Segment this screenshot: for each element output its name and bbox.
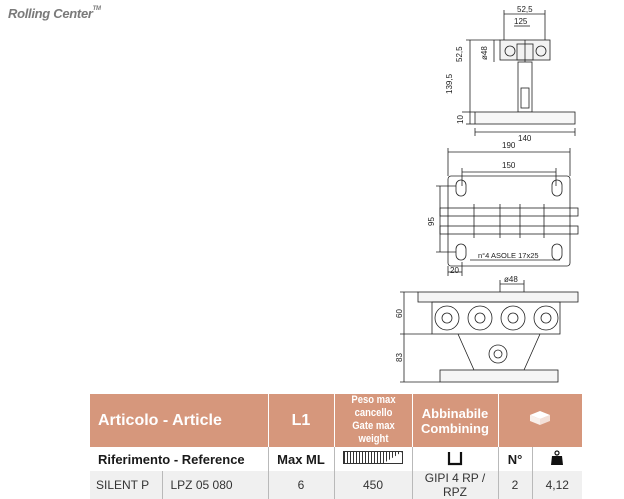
trademark: TM bbox=[92, 6, 101, 12]
dim-95: 95 bbox=[427, 217, 436, 226]
gauge-icon-cell bbox=[333, 447, 412, 471]
row-n: 2 bbox=[497, 471, 532, 499]
technical-drawing: 52,5 125 52,5 ø48 139,5 10 140 190 150 9… bbox=[395, 5, 579, 383]
plan-view bbox=[436, 148, 579, 276]
table-row: SILENT P LPZ 05 080 6 450 GIPI 4 RP / RP… bbox=[90, 471, 582, 499]
dim-125: 125 bbox=[514, 17, 528, 26]
header-combining-it: Abbinabile bbox=[421, 405, 489, 421]
header-article: Articolo - Article bbox=[90, 394, 268, 447]
gauge-icon bbox=[343, 451, 403, 464]
row-weight: 450 bbox=[333, 471, 412, 499]
sub-reference: Riferimento - Reference bbox=[98, 451, 245, 467]
bracket-icon bbox=[447, 451, 463, 465]
row-name: SILENT P bbox=[90, 471, 162, 499]
header-l1: L1 bbox=[267, 394, 334, 447]
dim-d48-top: ø48 bbox=[480, 46, 489, 60]
dim-10: 10 bbox=[456, 115, 465, 124]
dim-150: 150 bbox=[502, 161, 516, 170]
kg-weight-icon bbox=[551, 449, 564, 465]
bracket-icon-cell bbox=[411, 447, 498, 471]
sub-max-ml: Max ML bbox=[267, 447, 334, 471]
dim-52-5-side: 52,5 bbox=[455, 46, 464, 62]
side-view bbox=[400, 280, 579, 383]
header-weight-it: Peso max cancello bbox=[350, 394, 396, 419]
header-combining-en: Combining bbox=[421, 420, 489, 436]
brand-logo: Rolling CenterTM bbox=[8, 6, 101, 21]
table-subheader-row: Riferimento - Reference Max ML N° bbox=[90, 447, 582, 471]
row-kg: 4,12 bbox=[531, 471, 582, 499]
package-icon-cell bbox=[497, 394, 582, 447]
dim-60: 60 bbox=[395, 309, 404, 318]
package-icon bbox=[530, 411, 551, 425]
row-max-ml: 6 bbox=[267, 471, 334, 499]
slots-note: n°4 ASOLE 17x25 bbox=[478, 251, 539, 260]
row-code: LPZ 05 080 bbox=[161, 471, 268, 499]
dim-83: 83 bbox=[395, 353, 404, 362]
dim-140: 140 bbox=[518, 134, 532, 143]
sub-n: N° bbox=[497, 447, 532, 471]
dim-139-5: 139,5 bbox=[445, 73, 454, 94]
dim-190: 190 bbox=[502, 141, 516, 150]
brand-name: Rolling Center bbox=[8, 6, 93, 21]
dim-d48-side: ø48 bbox=[504, 275, 518, 284]
weight-icon-cell bbox=[531, 447, 582, 471]
dim-52-5-top: 52,5 bbox=[517, 5, 533, 14]
header-weight-en: Gate max weight bbox=[351, 420, 395, 445]
dim-20: 20 bbox=[450, 266, 459, 275]
front-view bbox=[462, 10, 576, 136]
row-combining: GIPI 4 RP / RPZ bbox=[411, 471, 498, 499]
